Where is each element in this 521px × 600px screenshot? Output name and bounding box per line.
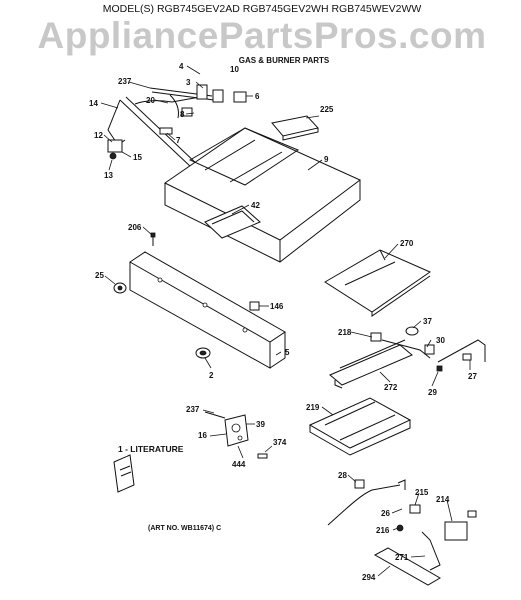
callout-219: 219	[306, 403, 320, 412]
callout-27: 27	[468, 372, 477, 381]
callout-16: 16	[198, 431, 207, 440]
callout-225: 225	[320, 105, 334, 114]
callout-30: 30	[436, 336, 445, 345]
callout-15: 15	[133, 153, 142, 162]
callout-2: 2	[209, 371, 214, 380]
callout-214: 214	[436, 495, 450, 504]
callout-444: 444	[232, 460, 246, 469]
part-2-ring	[195, 347, 211, 359]
callout-37: 37	[423, 317, 432, 326]
callout-20: 20	[146, 96, 155, 105]
part-225-plate	[271, 115, 319, 141]
callout-labels: 237 4 3 10 14 20 6 8 225 12 7 9 15 13 42…	[89, 62, 477, 582]
callout-146: 146	[270, 302, 284, 311]
callout-215: 215	[415, 488, 429, 497]
callout-29: 29	[428, 388, 437, 397]
callout-272: 272	[384, 383, 398, 392]
callout-270: 270	[400, 239, 414, 248]
callout-28: 28	[338, 471, 347, 480]
section-title: GAS & BURNER PARTS	[239, 56, 330, 65]
callout-26: 26	[381, 509, 390, 518]
part-146-clip	[249, 301, 260, 311]
callout-4: 4	[179, 62, 184, 71]
callout-5: 5	[285, 348, 290, 357]
watermark-logo: AppliancePartsPros.com	[38, 15, 487, 56]
callout-13: 13	[104, 171, 113, 180]
callout-374: 374	[273, 438, 287, 447]
callout-216: 216	[376, 526, 390, 535]
valve-assembly	[204, 411, 268, 459]
part-25-grommet	[113, 282, 127, 294]
art-number: (ART NO. WB11674) C	[148, 525, 221, 532]
callout-7: 7	[176, 136, 181, 145]
gas-manifold-assembly	[107, 84, 247, 186]
oven-burner-area	[329, 326, 486, 389]
callout-25: 25	[95, 271, 104, 280]
callout-10: 10	[230, 65, 239, 74]
literature-label: 1 - LITERATURE	[118, 444, 184, 454]
callout-294: 294	[362, 573, 376, 582]
literature-booklet-icon	[113, 454, 135, 493]
callout-206: 206	[128, 223, 142, 232]
part-270-heat-shield	[324, 249, 432, 317]
callout-237-bottom: 237	[186, 405, 200, 414]
callout-237-top: 237	[118, 77, 132, 86]
part-219-broiler-plate	[308, 397, 412, 456]
callout-6: 6	[255, 92, 260, 101]
callout-42: 42	[251, 201, 260, 210]
part-206-screw	[150, 232, 156, 246]
callout-9: 9	[324, 155, 329, 164]
lower-burner-parts	[327, 479, 477, 586]
callout-12: 12	[94, 131, 103, 140]
part-5-manifold-panel	[129, 251, 286, 369]
callout-218: 218	[338, 328, 352, 337]
callout-14: 14	[89, 99, 98, 108]
callout-271: 271	[395, 553, 409, 562]
callout-3: 3	[186, 78, 191, 87]
callout-leaders	[100, 65, 471, 577]
callout-39: 39	[256, 420, 265, 429]
callout-8: 8	[180, 110, 185, 119]
model-line: MODEL(S) RGB745GEV2AD RGB745GEV2WH RGB74…	[103, 3, 422, 15]
part-9-burner-box	[164, 127, 361, 263]
